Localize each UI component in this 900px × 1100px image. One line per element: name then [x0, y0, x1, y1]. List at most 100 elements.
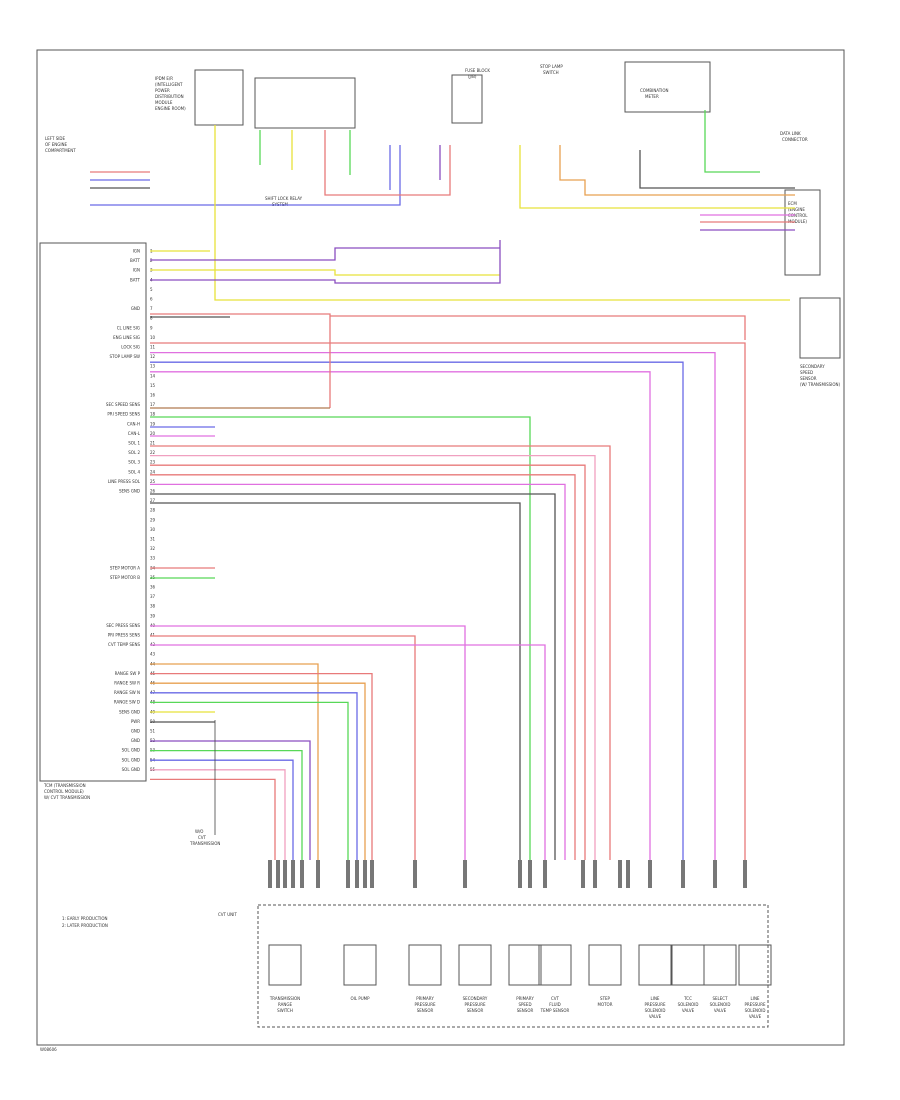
connector-stub — [528, 860, 532, 888]
wire-black — [150, 502, 521, 860]
pin-number: 15 — [150, 383, 156, 388]
connector-stub — [300, 860, 304, 888]
pin-number: 23 — [150, 460, 156, 465]
wire-green — [704, 110, 760, 173]
wire-red — [150, 672, 373, 860]
bottom-component-box — [508, 944, 542, 986]
bottom-component-label: SENSOR — [517, 1008, 534, 1013]
svg-text:(W/ TRANSMISSION): (W/ TRANSMISSION) — [800, 382, 840, 387]
stop-lamp-switch: STOP LAMP SWITCH — [540, 64, 563, 75]
wire-yellow — [214, 125, 790, 301]
pin-number: 21 — [150, 441, 156, 446]
bottom-component-box — [671, 944, 705, 986]
pin-number: 31 — [150, 537, 156, 542]
bottom-component-label: SENSOR — [417, 1008, 434, 1013]
pin-label: SOL GND — [122, 757, 140, 762]
pin-label: BATT — [130, 258, 141, 263]
connector-stub — [363, 860, 367, 888]
bottom-component-label: SOLENOID — [710, 1002, 731, 1007]
pin-label: SOL GND — [122, 767, 140, 772]
wire-red — [150, 342, 746, 860]
connector-stub — [743, 860, 747, 888]
wire-blue — [90, 145, 401, 206]
shift-lock-relay: SHIFT LOCK RELAY SYSTEM — [254, 77, 356, 207]
bottom-component-label: OIL PUMP — [350, 996, 370, 1001]
wire-black — [639, 150, 795, 189]
bottom-component-label: VALVE — [749, 1014, 762, 1019]
pin-number: 7 — [150, 306, 153, 311]
bottom-component-box — [538, 944, 572, 986]
connector-stub — [581, 860, 585, 888]
pin-number: 11 — [150, 345, 156, 350]
connector-stub — [413, 860, 417, 888]
pin-label: RANGE SW P — [115, 671, 141, 676]
pin-number: 14 — [150, 373, 156, 378]
connector-stub — [518, 860, 522, 888]
svg-text:STOP LAMP: STOP LAMP — [540, 64, 563, 69]
pin-number: 13 — [150, 364, 156, 369]
connector-stub — [593, 860, 597, 888]
bottom-component-box — [268, 944, 302, 986]
bottom-component-label: VALVE — [682, 1008, 695, 1013]
wire-red — [150, 635, 416, 860]
pin-number: 22 — [150, 450, 156, 455]
svg-text:MODULE): MODULE) — [788, 219, 807, 224]
svg-text:MODULE: MODULE — [155, 100, 173, 105]
pin-number: 29 — [150, 517, 156, 522]
wire-orange — [559, 145, 795, 196]
wire-green — [150, 749, 303, 860]
pin-label: CAN-L — [128, 431, 141, 436]
wire-magenta — [150, 351, 716, 860]
bottom-component-box — [408, 944, 442, 986]
legend-2: 2: LATER PRODUCTION — [62, 923, 108, 928]
bottom-component-label: MOTOR — [598, 1002, 613, 1007]
pin-number: 32 — [150, 546, 156, 551]
wire-group — [90, 110, 795, 888]
wire-purple — [150, 240, 501, 284]
bottom-component-label: TRANSMISSION — [269, 996, 300, 1001]
svg-text:(J/B): (J/B) — [468, 74, 477, 79]
pin-label: SENS GND — [119, 489, 140, 494]
bottom-component-label: FLUID — [549, 1002, 561, 1007]
pin-label: STOP LAMP SW — [110, 354, 141, 359]
connector-stub — [268, 860, 272, 888]
bottom-component-label: CVT — [551, 996, 560, 1001]
wire-red — [150, 474, 576, 860]
bottom-component-label: PRIMARY — [416, 996, 434, 1001]
pin-label: RANGE SW D — [114, 700, 140, 705]
pin-number: 43 — [150, 652, 156, 657]
bottom-component-label: VALVE — [714, 1008, 727, 1013]
wire-purple — [150, 740, 311, 860]
pin-number: 12 — [150, 354, 156, 359]
svg-text:IPDM E/R: IPDM E/R — [155, 76, 173, 81]
bottom-component-label: SELECT — [712, 996, 728, 1001]
pin-label: BATT — [130, 277, 141, 282]
pin-label: RANGE SW R — [114, 681, 140, 686]
connector-stub — [626, 860, 630, 888]
bottom-component-label: PRESSURE — [644, 1002, 666, 1007]
ecm-box: ECM (ENGINE CONTROL MODULE) — [784, 189, 821, 276]
pin-number: 19 — [150, 421, 156, 426]
svg-text:COMPARTMENT: COMPARTMENT — [45, 148, 76, 153]
bottom-component-label: STEP — [600, 996, 611, 1001]
pin-label: SEC SPEED SENS — [106, 402, 141, 407]
connector-stub — [618, 860, 622, 888]
wire-red — [150, 778, 276, 860]
wire-red — [324, 130, 451, 196]
pin-number: 37 — [150, 594, 156, 599]
pin-number: 27 — [150, 498, 156, 503]
cvt-unit-label: CVT UNIT — [218, 912, 237, 917]
pin-number: 33 — [150, 556, 156, 561]
pin-label: IGN — [133, 268, 140, 273]
tcm-label-3: W/ CVT TRANSMISSION — [44, 795, 90, 800]
pin-number: 28 — [150, 508, 156, 513]
bottom-component-label: RANGE — [278, 1002, 292, 1007]
bottom-component-label: SENSOR — [467, 1008, 484, 1013]
bottom-component-box — [638, 944, 672, 986]
pin-number: 6 — [150, 297, 153, 302]
bottom-component-box — [458, 944, 492, 986]
wire-orange — [150, 682, 366, 860]
